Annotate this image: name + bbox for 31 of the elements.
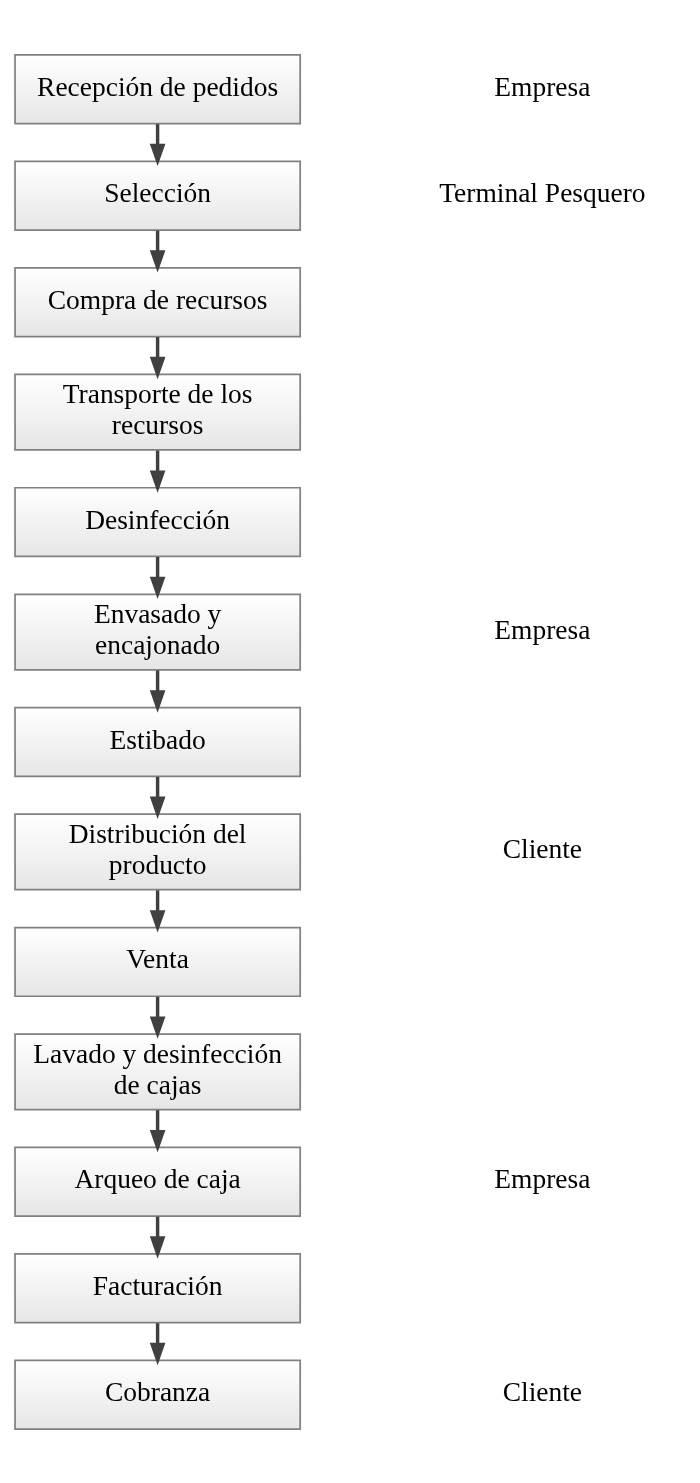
node-box: Recepción de pedidos [14,53,302,124]
arrow [149,889,166,933]
arrow [149,123,166,166]
node-box: Selección [14,160,302,231]
label: Cliente [502,1376,583,1407]
arrow [149,1109,166,1152]
arrow [149,230,166,273]
label: Terminal Pesquero [439,177,646,208]
arrow [149,669,166,713]
arrow [149,776,166,819]
arrow [149,1322,166,1365]
arrow [149,450,166,493]
label: Empresa [494,614,591,645]
label: Empresa [494,1163,591,1194]
node-box: Cobranza [14,1359,302,1430]
node-box: Transporte de los recursos [14,373,302,451]
node-box: Arqueo de caja [14,1146,302,1217]
node-box: Venta [14,926,302,997]
arrow [149,1216,166,1259]
node-box: Envasado y encajonado [14,592,302,671]
node-box: Facturación [14,1252,302,1323]
node-box: Distribución del producto [14,812,302,891]
node-box: Compra de recursos [14,266,302,337]
arrow [149,996,166,1039]
arrow [149,556,166,599]
label: Empresa [494,71,591,102]
node-box: Desinfección [14,486,302,557]
arrow [149,336,166,379]
node-box: Lavado y desinfección de cajas [14,1032,302,1110]
label: Cliente [502,833,583,864]
node-box: Estibado [14,706,302,777]
